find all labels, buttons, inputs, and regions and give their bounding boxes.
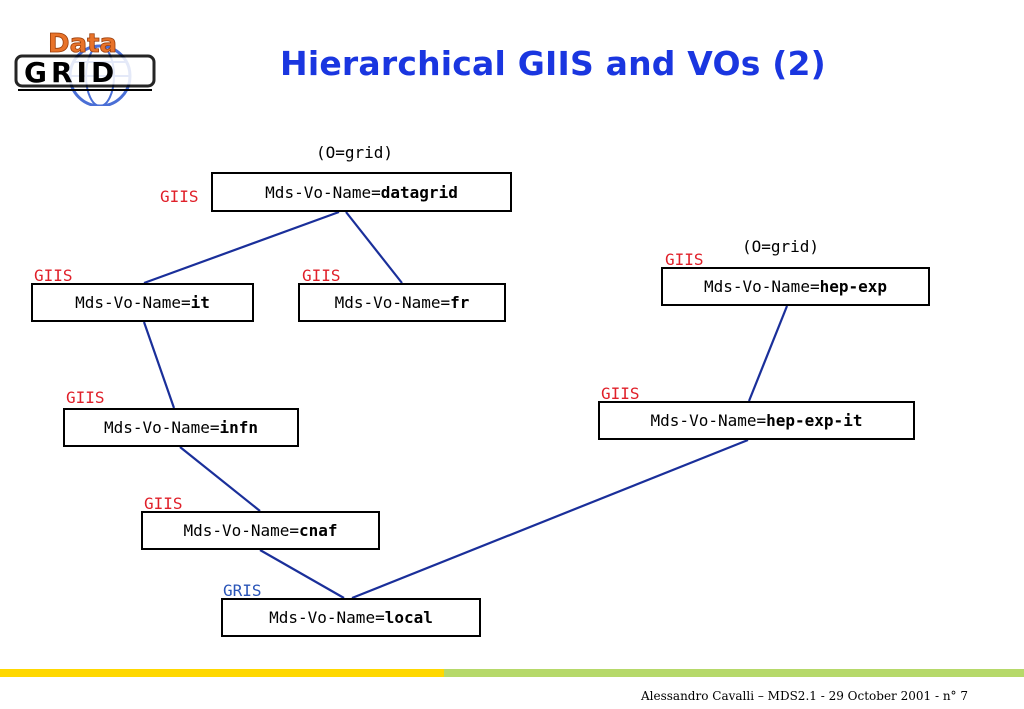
datagrid-logo: Data GRID <box>14 29 156 106</box>
logo-word-grid: GRID <box>24 56 118 89</box>
edge-datagrid-to-fr <box>345 211 403 284</box>
node-hep-exp-it: Mds-Vo-Name=hep-exp-it <box>598 401 915 440</box>
node-cnaf: Mds-Vo-Name=cnaf <box>141 511 380 550</box>
node-name: datagrid <box>380 182 458 202</box>
node-prefix: Mds-Vo-Name= <box>103 418 220 437</box>
service-tag-local: GRIS <box>223 581 262 600</box>
node-prefix: Mds-Vo-Name= <box>269 608 385 627</box>
service-tag-hep-exp: GIIS <box>665 250 704 269</box>
node-prefix: Mds-Vo-Name= <box>75 293 191 312</box>
node-name: it <box>190 293 210 312</box>
edge-it-to-infn <box>142 321 176 409</box>
edge-cnaf-to-local <box>259 549 345 599</box>
node-hep-exp: Mds-Vo-Name=hep-exp <box>661 267 930 306</box>
org-label-left: (O=grid) <box>316 143 394 162</box>
node-prefix: Mds-Vo-Name= <box>334 293 451 312</box>
service-tag-hep-exp-it: GIIS <box>601 384 640 403</box>
slide-title: Hierarchical GIIS and VOs (2) <box>280 44 826 83</box>
node-name: hep-exp <box>819 277 888 296</box>
node-local: Mds-Vo-Name=local <box>221 598 481 637</box>
node-name: infn <box>219 418 259 437</box>
node-name: hep-exp-it <box>766 411 863 430</box>
node-prefix: Mds-Vo-Name= <box>650 411 767 430</box>
edge-hep-exp-it-to-local <box>351 438 749 600</box>
node-it: Mds-Vo-Name=it <box>31 283 254 322</box>
service-tag-datagrid: GIIS <box>160 187 199 206</box>
node-prefix: Mds-Vo-Name= <box>265 182 381 202</box>
node-prefix: Mds-Vo-Name= <box>703 277 820 296</box>
org-label-right: (O=grid) <box>742 237 820 256</box>
service-tag-fr: GIIS <box>302 266 341 285</box>
service-tag-infn: GIIS <box>66 388 105 407</box>
footer-bar-yellow <box>0 669 444 677</box>
edge-datagrid-to-it <box>143 210 340 285</box>
node-name: cnaf <box>299 521 338 540</box>
edge-hep-exp-to-hep-exp-it <box>747 305 789 402</box>
footer-bar-green <box>444 669 1024 677</box>
edge-infn-to-cnaf <box>179 446 261 512</box>
service-tag-it: GIIS <box>34 266 73 285</box>
node-name: fr <box>450 293 470 312</box>
node-datagrid: Mds-Vo-Name=datagrid <box>211 172 512 212</box>
node-infn: Mds-Vo-Name=infn <box>63 408 299 447</box>
node-name: local <box>384 608 433 627</box>
logo-word-data: Data <box>48 29 117 59</box>
service-tag-cnaf: GIIS <box>144 494 183 513</box>
node-prefix: Mds-Vo-Name= <box>183 521 300 540</box>
node-fr: Mds-Vo-Name=fr <box>298 283 506 322</box>
slide-footer: Alessandro Cavalli – MDS2.1 - 29 October… <box>641 689 968 703</box>
